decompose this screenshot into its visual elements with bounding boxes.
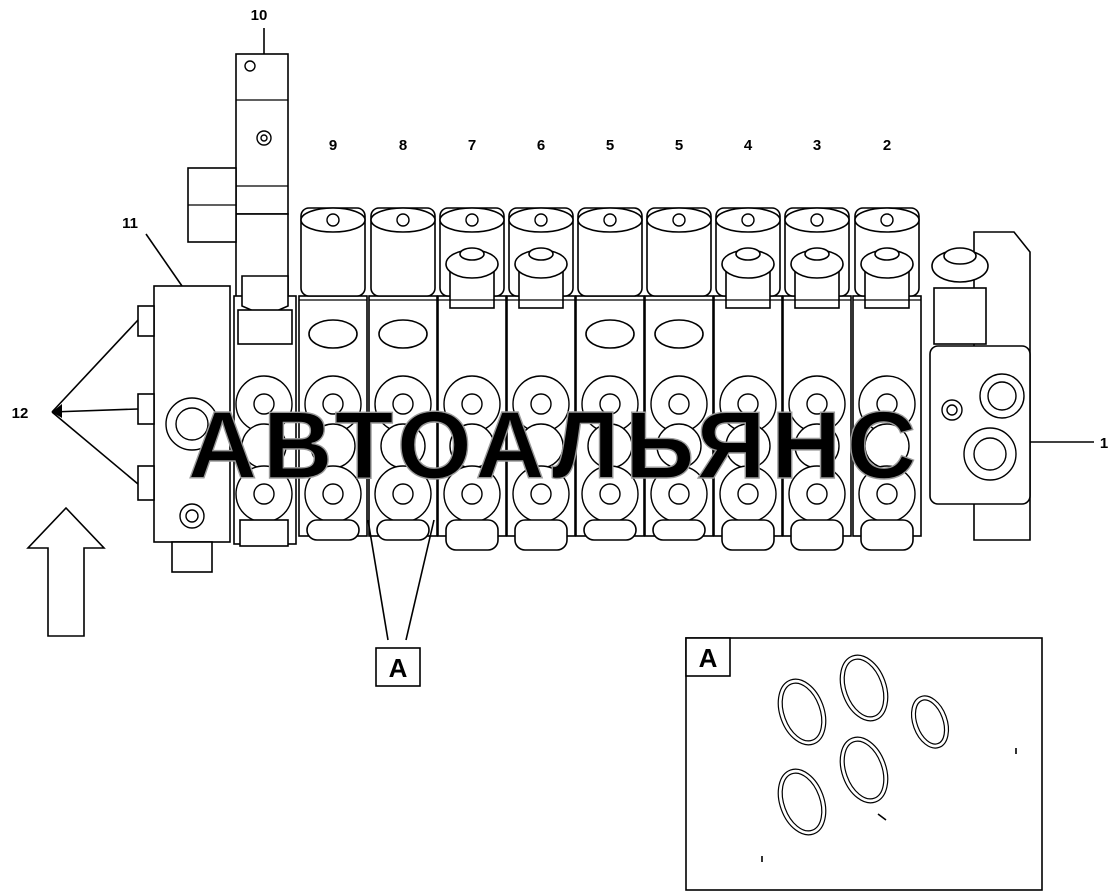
callout-numbers: 10 9 8 7 6 5 5 4 3 2 11 12 1 13 (12, 7, 1109, 846)
callout-1: 1 (1100, 435, 1108, 452)
work-port-a-bore-3 (461, 393, 483, 415)
spool-end-3 (445, 519, 499, 551)
solenoid-bore-3 (465, 213, 479, 227)
solenoid-bore-1 (326, 213, 340, 227)
solenoid-bore-4 (534, 213, 548, 227)
mounting-bracket (187, 53, 289, 307)
callout-2: 2 (883, 137, 891, 154)
callout-6: 6 (537, 137, 545, 154)
seal-ring-1-inner (781, 682, 823, 742)
work-port-b-bore-1 (322, 483, 344, 505)
work-port-b-bore-4 (530, 483, 552, 505)
watermark-text: АВТОАЛЬЯНС (188, 392, 922, 499)
work-port-b-bore-5 (599, 483, 621, 505)
inlet-end-cover (137, 285, 231, 573)
callout-8: 8 (399, 137, 407, 154)
solenoid-bore-5 (603, 213, 617, 227)
spool-end-5 (583, 519, 637, 541)
port-plug-5 (585, 319, 635, 349)
outlet-end-cover (929, 231, 1031, 541)
callout-5b: 5 (675, 137, 683, 154)
solenoid-bore-2 (396, 213, 410, 227)
solenoid-bore-8 (810, 213, 824, 227)
callout-12: 12 (12, 405, 29, 422)
spool-end-4 (514, 519, 568, 551)
relief-cap-knob-8 (804, 247, 830, 261)
leader-arrowhead (52, 404, 62, 418)
work-port-b-bore-6 (668, 483, 690, 505)
seal-ring-4-inner (781, 772, 823, 832)
work-port-a-bore-6 (668, 393, 690, 415)
detail-label: A (389, 653, 408, 683)
callout-4: 4 (744, 137, 753, 154)
detail-view-a: A (685, 637, 1043, 891)
spool-end-1 (306, 519, 360, 541)
callout-7: 7 (468, 137, 476, 154)
work-port-a-bore-7 (737, 393, 759, 415)
seal-ring-5-inner (843, 740, 885, 800)
work-port-a-bore-9 (876, 393, 898, 415)
spool-end-7 (721, 519, 775, 551)
work-port-b-bore-8 (806, 483, 828, 505)
work-port-b-bore-3 (461, 483, 483, 505)
solenoid-bore-9 (880, 213, 894, 227)
work-port-a-bore-2 (392, 393, 414, 415)
callout-5a: 5 (606, 137, 614, 154)
spool-end-9 (860, 519, 914, 551)
work-port-a-bore-5 (599, 393, 621, 415)
work-port-a-bore-4 (530, 393, 552, 415)
seal-ring-5-outer (839, 736, 889, 804)
seal-ring-2-inner (843, 658, 885, 718)
detail-reference-a: A (375, 647, 421, 687)
seal-ring-4-outer (777, 768, 827, 836)
work-port-b-bore-9 (876, 483, 898, 505)
callout-13-brace (761, 748, 1017, 862)
valve-sections (298, 207, 922, 551)
callout-9: 9 (329, 137, 337, 154)
work-port-b-bore-7 (737, 483, 759, 505)
detail-box-label: A (699, 643, 718, 673)
spool-end-2 (376, 519, 430, 541)
port-plug-1 (308, 319, 358, 349)
seal-ring-1-outer (777, 678, 827, 746)
work-port-a-bore-1 (322, 393, 344, 415)
relief-cap-knob-3 (459, 247, 485, 261)
seal-ring-3-inner (914, 699, 946, 745)
seal-rings (777, 654, 950, 836)
work-port-b-bore-2 (392, 483, 414, 505)
work-port-a-bore-8 (806, 393, 828, 415)
spool-end-8 (790, 519, 844, 551)
spool-end-6 (652, 519, 706, 541)
seal-ring-3-outer (910, 695, 950, 749)
flow-direction-arrow (26, 506, 106, 637)
solenoid-bore-7 (741, 213, 755, 227)
relief-valve-column (233, 275, 297, 547)
relief-cap-knob-4 (528, 247, 554, 261)
callout-11: 11 (122, 215, 138, 232)
port-plug-2 (378, 319, 428, 349)
port-plug-6 (654, 319, 704, 349)
relief-cap-knob-7 (735, 247, 761, 261)
solenoid-bore-6 (672, 213, 686, 227)
callout-10: 10 (251, 7, 268, 24)
relief-cap-knob-9 (874, 247, 900, 261)
seal-ring-2-outer (839, 654, 889, 722)
callout-3: 3 (813, 137, 821, 154)
